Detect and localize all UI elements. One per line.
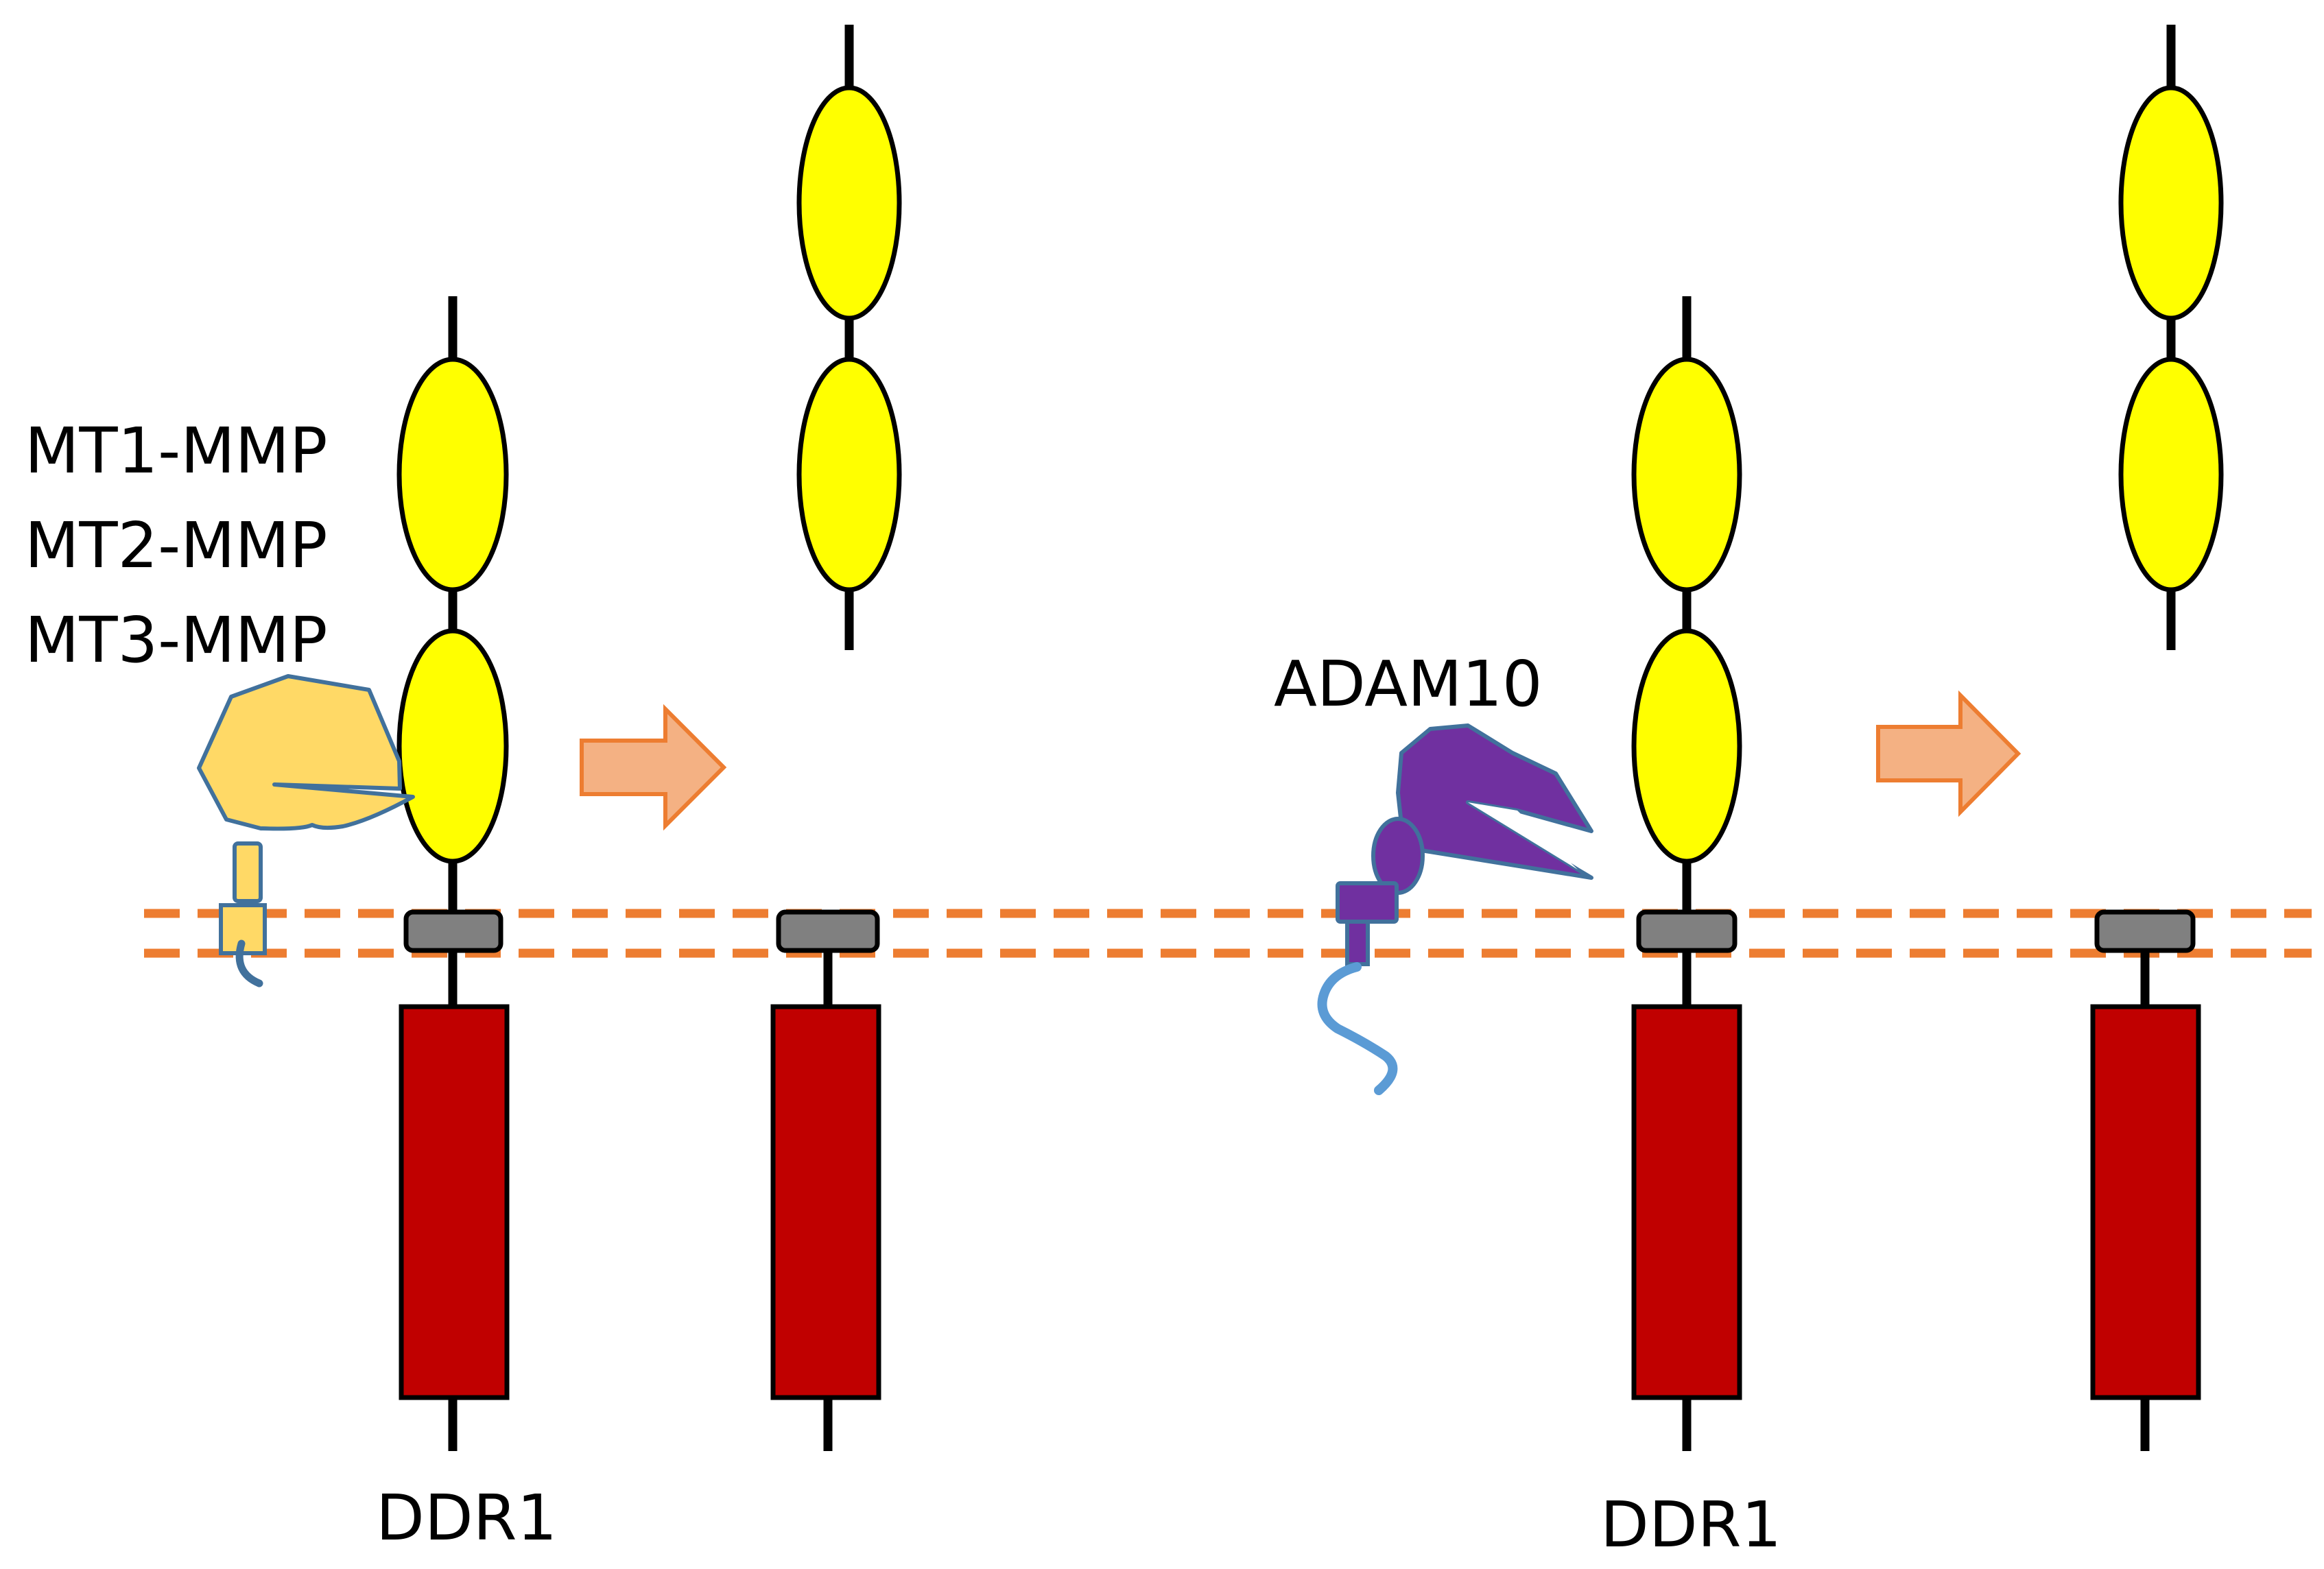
mt-mmp-catalytic-domain xyxy=(197,674,415,831)
kinase-domain xyxy=(770,1004,881,1400)
adam10-transmembrane xyxy=(1336,881,1399,924)
kinase-domain xyxy=(399,1004,510,1400)
ddr1-receptor-4-cleaved xyxy=(2090,25,2224,1451)
mt2-mmp-label: MT2-MMP xyxy=(25,509,328,582)
mt-mmp-tail xyxy=(235,939,263,987)
shed-discoidin-like-domain xyxy=(2118,357,2224,592)
ddr1-receptor-3 xyxy=(1631,296,1742,1451)
discoidin-like-domain xyxy=(396,628,509,864)
adam10-notch xyxy=(1468,802,1578,870)
transmembrane-domain xyxy=(2094,909,2196,953)
discoidin-domain xyxy=(396,357,509,592)
mt-mmp-protease-icon xyxy=(197,674,415,987)
adam10-label: ADAM10 xyxy=(1274,647,1543,721)
cleavage-arrow-1-icon xyxy=(580,704,727,831)
shed-discoidin-domain xyxy=(796,85,902,321)
discoidin-domain xyxy=(1631,357,1742,592)
adam10-cytoplasmic-tail xyxy=(1317,962,1398,1095)
cleavage-arrow-2-icon xyxy=(1876,690,2021,817)
transmembrane-domain xyxy=(776,909,880,953)
mt1-mmp-label: MT1-MMP xyxy=(25,414,328,488)
kinase-domain xyxy=(1631,1004,1742,1400)
ddr1-receptor-2-cleaved xyxy=(770,25,902,1451)
adam10-stalk xyxy=(1345,920,1370,966)
plasma-membrane xyxy=(144,909,2312,958)
transmembrane-domain xyxy=(1636,909,1738,953)
mt-mmp-stalk xyxy=(233,841,263,903)
ddr1-receptor-1 xyxy=(396,296,510,1451)
shed-discoidin-domain xyxy=(2118,85,2224,321)
mt3-mmp-label: MT3-MMP xyxy=(25,603,328,677)
adam10-protease-icon xyxy=(1317,723,1593,1095)
ddr1-label-right: DDR1 xyxy=(1600,1488,1782,1561)
shed-discoidin-like-domain xyxy=(796,357,902,592)
kinase-domain xyxy=(2090,1004,2201,1400)
transmembrane-domain xyxy=(403,909,503,953)
ddr1-label-left: DDR1 xyxy=(376,1481,558,1555)
discoidin-like-domain xyxy=(1631,628,1742,864)
